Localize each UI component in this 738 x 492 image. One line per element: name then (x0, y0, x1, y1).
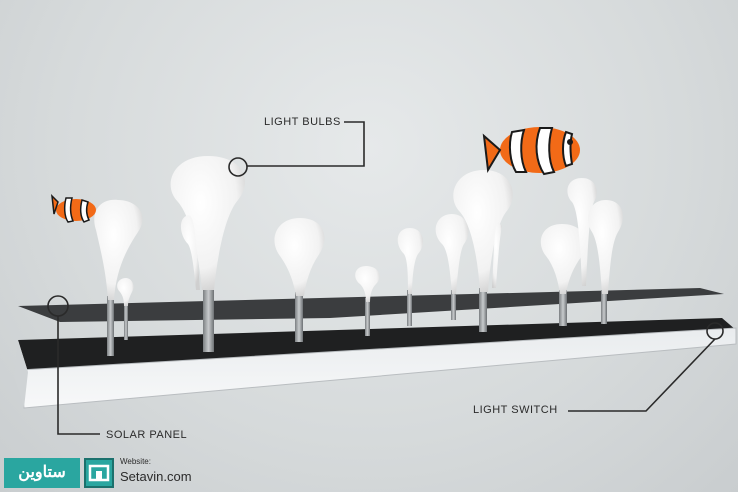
bulb-11 (540, 224, 587, 294)
bulb-10 (492, 222, 502, 288)
callout-line-switch (568, 338, 716, 412)
callout-line-panel (57, 316, 100, 435)
bulb-12 (567, 178, 597, 286)
light-switch-label: LIGHT SWITCH (473, 404, 558, 416)
watermark-logo-icon (84, 458, 114, 488)
watermark-url: Setavin.com (120, 469, 192, 484)
watermark-website-label: Website: (120, 457, 151, 466)
bulb-9 (453, 170, 513, 292)
callouts (47, 121, 724, 435)
bulb-1 (94, 199, 143, 300)
clownfish-right (482, 127, 580, 176)
bulb-8 (435, 214, 469, 294)
bulb-stems (107, 286, 607, 356)
light-bulbs (94, 156, 623, 306)
callout-line-bulbs (247, 121, 365, 167)
bulb-2 (117, 278, 134, 306)
watermark: ستاوین Website: Setavin.com (0, 452, 206, 492)
bulb-13 (588, 200, 623, 294)
solar-panel-label: SOLAR PANEL (106, 429, 188, 441)
solar-panel-top (18, 288, 724, 322)
clownfish-left (51, 193, 96, 223)
base-top (18, 318, 736, 372)
bulb-6 (355, 266, 380, 302)
watermark-arabic: ستاوین (4, 458, 80, 488)
bulb-3 (170, 156, 246, 290)
callout-circle-bulbs (228, 157, 248, 177)
base-left (14, 340, 28, 408)
bulb-5 (274, 218, 325, 296)
bulb-4 (180, 215, 200, 290)
bulb-7 (397, 228, 424, 294)
light-bulbs-label: LIGHT BULBS (264, 116, 341, 128)
